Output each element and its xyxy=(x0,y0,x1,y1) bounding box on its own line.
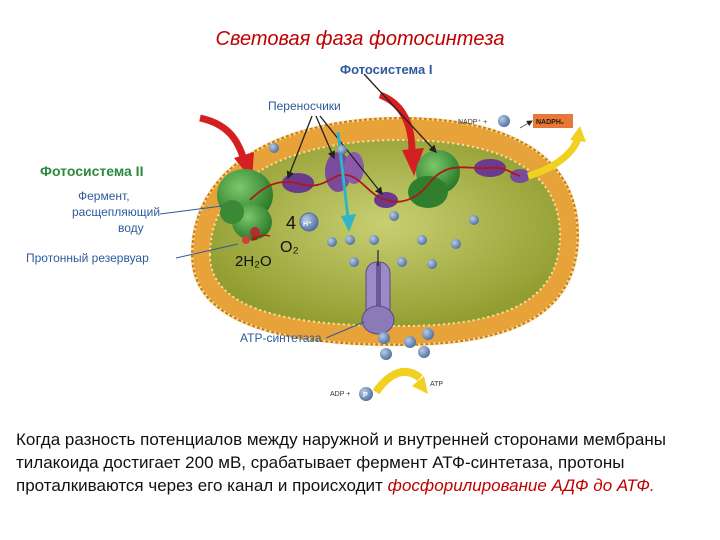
label-leaders xyxy=(159,205,365,339)
enzyme-label-line1: Фермент, xyxy=(78,189,130,203)
water-label: 2H₂O xyxy=(235,253,272,270)
light-phase-diagram: H⁺ 4 O₂ 2H₂O NADP⁺ + NADPH₂ ADP + P ATP xyxy=(26,62,586,401)
proton-reservoir-label: Протонный резервуар xyxy=(26,251,149,265)
photosystem-ii-label: Фотосистема II xyxy=(40,163,143,179)
photosystem-ii-complex xyxy=(217,169,273,240)
photosystem-i-complex xyxy=(408,150,460,208)
proton xyxy=(389,211,399,221)
proton xyxy=(349,257,359,267)
proton xyxy=(369,235,379,245)
proton xyxy=(337,145,347,155)
proton xyxy=(327,237,337,247)
atp-formation: ADP + P ATP xyxy=(330,367,443,401)
carriers-label: Переносчики xyxy=(268,99,341,113)
description-text: Когда разность потенциалов между наружно… xyxy=(16,428,706,497)
light-arrow-ps2 xyxy=(199,114,248,162)
page-title: Световая фаза фотосинтеза xyxy=(215,28,505,50)
o2-label: O₂ xyxy=(280,239,299,256)
enzyme-label-line3: воду xyxy=(118,221,144,235)
photosystem-i-label: Фотосистема I xyxy=(340,62,432,77)
carriers-pointers xyxy=(286,73,437,196)
description-highlight: фосфорилирование АДФ до АТФ. xyxy=(387,476,655,495)
enzyme-label-line2: расщепляющий xyxy=(72,205,160,219)
proton xyxy=(418,346,430,358)
proton xyxy=(378,332,390,344)
proton-label: H⁺ xyxy=(303,221,312,228)
proton xyxy=(451,239,461,249)
nadph-box xyxy=(533,114,573,128)
nadph-arrow xyxy=(526,136,582,180)
nadph-label: NADPH₂ xyxy=(536,119,564,126)
proton xyxy=(380,348,392,360)
atp-arrow xyxy=(372,367,423,395)
proton xyxy=(427,259,437,269)
nadp-plus-label: NADP⁺ + xyxy=(458,119,487,126)
atp-label: ATP xyxy=(430,381,443,388)
proton xyxy=(397,257,407,267)
proton xyxy=(404,336,416,348)
proton xyxy=(345,235,355,245)
water-splitting xyxy=(242,227,271,244)
atp-synthase-complex xyxy=(361,250,395,335)
proton xyxy=(269,143,279,153)
four-protons-badge: H⁺ 4 xyxy=(286,212,319,233)
adp-label: ADP + xyxy=(330,391,350,398)
proton xyxy=(417,235,427,245)
nadp-reaction: NADP⁺ + NADPH₂ xyxy=(458,114,586,180)
stroma-protons xyxy=(378,328,434,360)
four-label: 4 xyxy=(286,213,296,233)
proton xyxy=(469,215,479,225)
proton xyxy=(422,328,434,340)
atp-synthase-label: ATP-синтетаза xyxy=(240,331,322,345)
description-main: Когда разность потенциалов между наружно… xyxy=(16,430,666,495)
phosphate-label: P xyxy=(363,392,368,399)
electron-transport-path xyxy=(249,166,521,203)
